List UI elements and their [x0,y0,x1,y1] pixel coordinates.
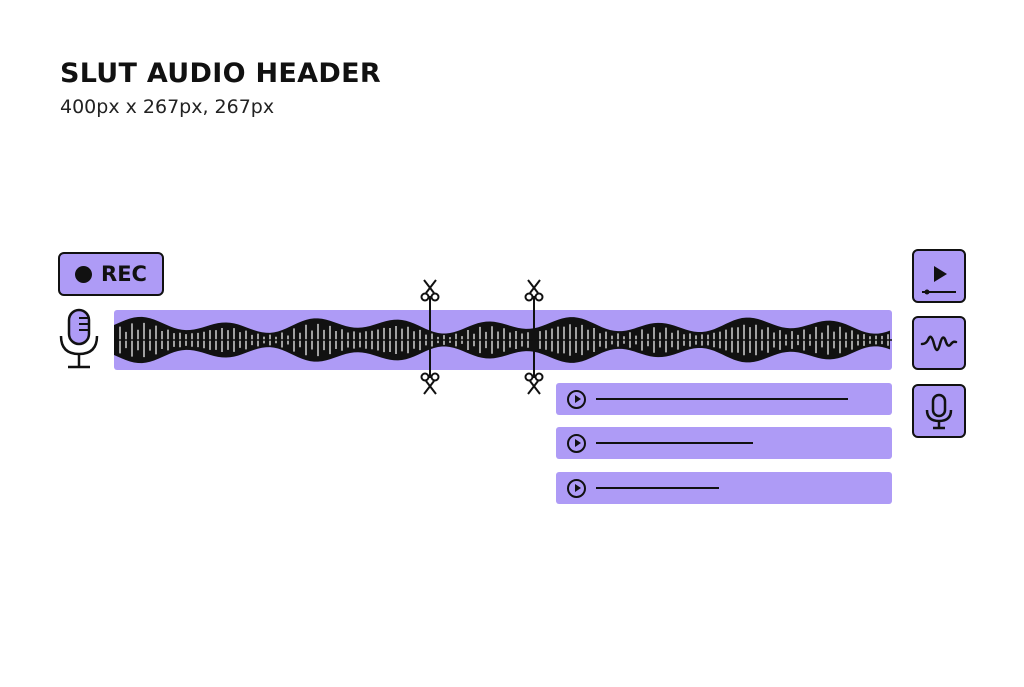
cut-marker-line[interactable] [533,296,535,378]
microphone-button[interactable] [912,384,966,438]
microphone-icon [925,393,953,430]
clip-progress-line [596,398,848,400]
audio-clip-row[interactable] [556,472,892,504]
audio-clip-row[interactable] [556,427,892,459]
play-progress-icon [922,266,956,295]
scissors-icon[interactable] [419,278,441,302]
record-button-label: REC [101,262,147,286]
play-circle-icon[interactable] [567,433,586,453]
play-circle-icon[interactable] [567,389,586,409]
play-circle-icon[interactable] [567,478,586,498]
waveform-button[interactable] [912,316,966,370]
page-title: SLUT AUDIO HEADER [60,58,381,89]
cut-marker-line[interactable] [429,296,431,378]
scissors-icon[interactable] [419,372,441,396]
audio-clip-row[interactable] [556,383,892,415]
record-button[interactable]: REC [58,252,164,296]
record-dot-icon [75,265,93,283]
waveform-track[interactable] [114,310,892,370]
page-subtitle: 400px x 267px, 267px [60,96,275,118]
waveform [114,316,892,364]
wave-icon [920,335,958,352]
scissors-icon[interactable] [523,372,545,396]
clip-progress-line [596,487,719,489]
clip-progress-line [596,442,753,444]
microphone-icon [59,308,99,369]
play-button[interactable] [912,249,966,303]
scissors-icon[interactable] [523,278,545,302]
